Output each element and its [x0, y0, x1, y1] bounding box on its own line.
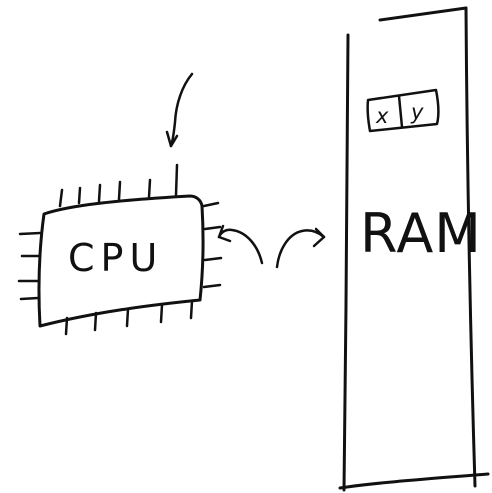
pointer-arrow	[165, 72, 194, 148]
right-arrow	[275, 229, 326, 269]
memory-cell: x y	[366, 88, 440, 133]
ram-left-edge	[342, 33, 350, 492]
cpu-ram-connection	[217, 224, 326, 269]
ram-top-edge	[378, 6, 468, 22]
cpu-label: CPU	[68, 236, 163, 280]
ram-block: x y RAM	[338, 6, 490, 492]
ram-bottom-edge	[338, 472, 490, 490]
ram-right-edge	[464, 6, 477, 488]
cpu-body	[37, 194, 205, 328]
cpu-chip: CPU	[17, 163, 223, 336]
cpu-pins-bottom	[64, 299, 194, 336]
cpu-pins-top	[58, 163, 179, 208]
memory-cell-divider	[397, 94, 404, 129]
cpu-pins-left	[17, 231, 42, 301]
cell-label-x: x	[375, 104, 389, 128]
ram-label: RAM	[360, 202, 482, 265]
memory-cell-box	[366, 88, 440, 133]
cell-label-y: y	[410, 100, 424, 124]
cpu-pins-right	[202, 201, 223, 289]
left-arrow	[217, 228, 264, 265]
